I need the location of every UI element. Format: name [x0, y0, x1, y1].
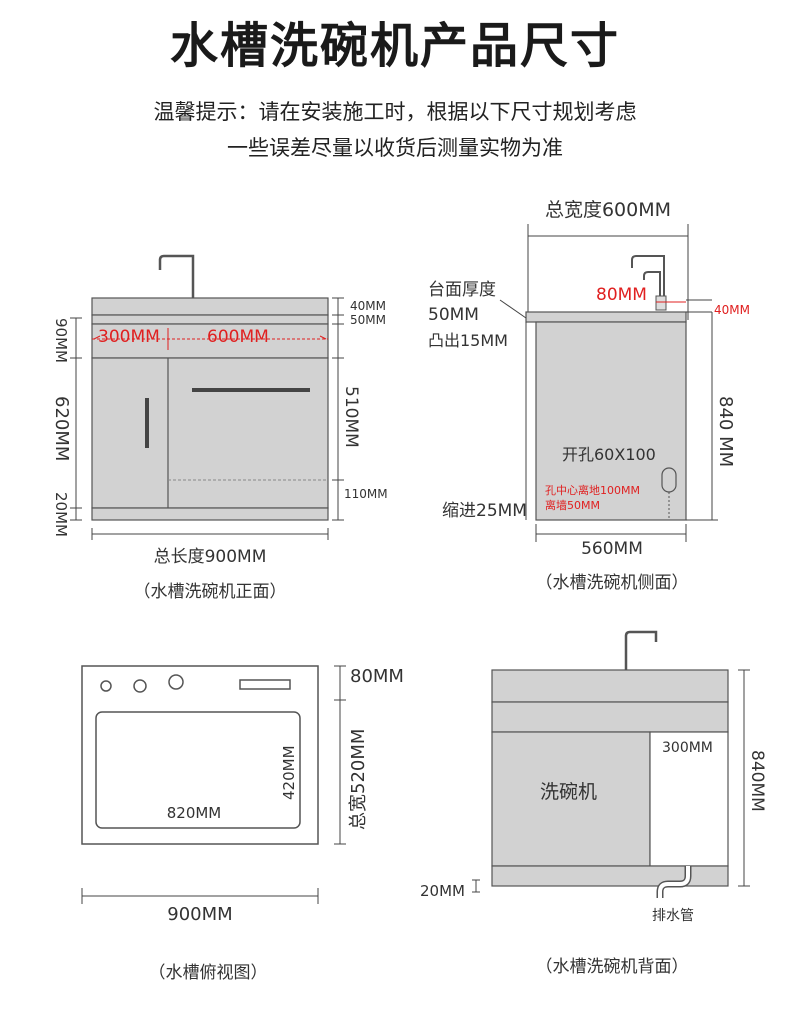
back-drain-pipe: 排水管: [652, 908, 694, 924]
back-faucet-icon: [624, 630, 658, 670]
side-protrude: 凸出15MM: [428, 331, 508, 350]
back-height: 840MM: [747, 750, 767, 812]
top-dim-420: 420MM: [280, 745, 298, 800]
sink-basin: [95, 711, 301, 829]
back-dishwasher-label: 洗碗机: [540, 781, 597, 803]
back-dim-300: 300MM: [662, 740, 713, 756]
front-left-620: 620MM: [51, 396, 72, 461]
front-right-50: 50MM: [350, 313, 386, 327]
front-right-110: 110MM: [344, 487, 388, 501]
top-dim-900: 900MM: [167, 904, 232, 925]
tip-line-1: 温馨提示：请在安装施工时，根据以下尺寸规划考虑: [153, 100, 637, 124]
back-view: 洗碗机 300MM 排水管 20MM 840MM （水槽洗碗机背面）: [420, 630, 767, 977]
faucet-icon: [158, 254, 195, 302]
front-total-length: 总长度900MM: [154, 547, 267, 567]
side-dim-80: 80MM: [596, 285, 647, 305]
side-total-width: 总宽度600MM: [545, 199, 671, 221]
side-countertop: [525, 311, 687, 323]
door-handle: [145, 398, 149, 448]
side-height: 840 MM: [715, 396, 736, 467]
front-left-90: 90MM: [52, 318, 70, 363]
side-cabinet: [535, 321, 687, 521]
front-dim-600: 600MM: [207, 327, 269, 347]
dishwasher-handle: [192, 388, 310, 392]
knob-3: [168, 674, 184, 690]
side-view: 总宽度600MM 80MM 40MM 台面厚度 50MM 凸出15MM 开孔60…: [428, 199, 750, 593]
page-title: 水槽洗碗机产品尺寸: [169, 18, 620, 74]
top-total-width: 总宽520MM: [348, 729, 369, 830]
drain-hole: [661, 467, 677, 493]
countertop: [91, 297, 329, 316]
side-counter-50: 50MM: [428, 305, 479, 325]
tip-line-2: 一些误差尽量以收货后测量实物为准: [227, 136, 563, 160]
top-dim-80: 80MM: [350, 666, 404, 687]
back-dishwasher: [491, 731, 651, 867]
side-hole-center-1: 孔中心离地100MM: [545, 483, 640, 497]
top-view: 820MM 420MM 80MM 总宽520MM 900MM （水槽俯视图）: [81, 665, 404, 983]
back-open-space: [649, 731, 729, 867]
top-dim-820: 820MM: [167, 804, 222, 822]
front-dim-300: 300MM: [98, 327, 160, 347]
side-dim-40: 40MM: [714, 303, 750, 317]
front-left-20: 20MM: [52, 492, 70, 537]
front-right-40: 40MM: [350, 299, 386, 313]
side-hole-center-2: 离墙50MM: [545, 498, 600, 512]
control-panel: [239, 679, 291, 690]
back-dim-20: 20MM: [420, 882, 465, 900]
front-caption: （水槽洗碗机正面）: [134, 582, 287, 602]
side-counter-thickness: 台面厚度: [428, 280, 496, 300]
side-hole: 开孔60X100: [562, 445, 656, 464]
front-right-510: 510MM: [341, 386, 361, 448]
front-cabinet: [91, 357, 329, 509]
side-caption: （水槽洗碗机侧面）: [536, 573, 689, 593]
knob-1: [100, 680, 112, 692]
side-faucet-icon: [631, 255, 665, 300]
side-depth: 560MM: [581, 539, 643, 559]
knob-2: [133, 679, 147, 693]
side-indent: 缩进25MM: [442, 501, 527, 521]
front-view: 300MM 600MM 90MM 620MM 20MM 40M: [51, 254, 388, 602]
back-caption: （水槽洗碗机背面）: [536, 957, 689, 977]
top-caption: （水槽俯视图）: [149, 963, 268, 983]
